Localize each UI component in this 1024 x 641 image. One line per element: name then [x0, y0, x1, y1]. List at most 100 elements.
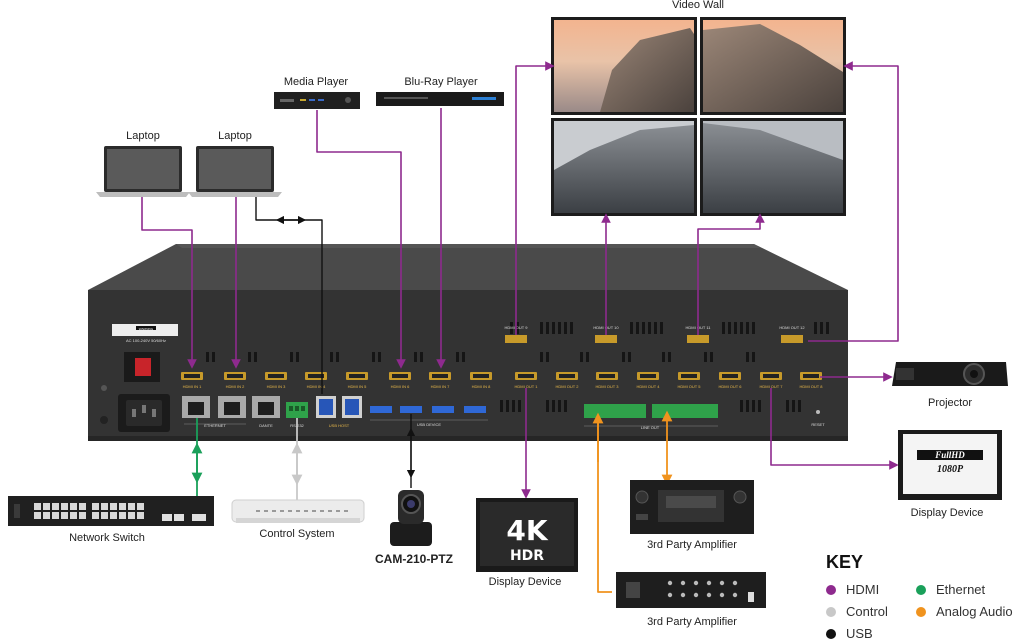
control-system-device [231, 499, 365, 523]
hdmi-in-port-5: HDMI IN 5 [346, 372, 368, 389]
bluray-player [376, 92, 504, 106]
label-bluray-player: Blu-Ray Player [404, 76, 478, 88]
amplifier-knob [719, 580, 725, 586]
hdmi-cable-laptop1 [141, 197, 197, 369]
switch-port [61, 512, 68, 519]
hdmi-out-top-label-12: HDMI OUT 12 [779, 325, 805, 330]
switch-port [101, 503, 108, 510]
control-system-led [328, 510, 332, 512]
video-wall [551, 17, 846, 216]
warning-label: AC 100-240V 50/60Hz [126, 338, 166, 343]
hdmi-in-port-4-label: HDMI IN 4 [307, 384, 326, 389]
usb-device-ports: USB DEVICE [370, 406, 488, 427]
hdmi-cable-wall-4 [808, 61, 899, 342]
switch-port [128, 503, 135, 510]
hdmi-output-ports: HDMI OUT 1 HDMI OUT 2 HDMI OUT 3 HDMI OUT 4… [514, 372, 823, 389]
hdmi-out-top-port-11 [687, 335, 709, 343]
control-system-led [296, 510, 300, 512]
switch-port [137, 503, 144, 510]
hdmi-in-port-7-label: HDMI IN 7 [431, 384, 450, 389]
label-amplifier-1: 3rd Party Amplifier [647, 539, 737, 551]
ptz-camera [390, 490, 432, 546]
network-switch [8, 496, 214, 526]
hdmi-out-port-5-label: HDMI OUT 5 [677, 384, 701, 389]
1080p-text: 1080P [937, 464, 964, 475]
hdmi-out-port-4-label: HDMI OUT 4 [636, 384, 660, 389]
network-ports: ETHERNET DANTE [182, 396, 280, 428]
hdmi-cable-media-player [316, 110, 406, 369]
switch-port [43, 512, 50, 519]
amplifier-knob [732, 592, 738, 598]
hdmi-in-port-8-label: HDMI IN 8 [472, 384, 491, 389]
control-system-led [344, 510, 348, 512]
hdmi-out-port-3-label: HDMI OUT 3 [595, 384, 619, 389]
switch-port [34, 503, 41, 510]
label-projector: Projector [927, 397, 973, 409]
switch-port [61, 503, 68, 510]
hdmi-out-top-port-10 [595, 335, 617, 343]
analog-audio-dot-icon [916, 607, 926, 617]
amplifier-knob [693, 592, 699, 598]
hdmi-out-port-1: HDMI OUT 1 [514, 372, 538, 389]
amplifier-knob [719, 592, 725, 598]
audio-cable-amp2 [597, 416, 612, 593]
hdmi-out-port-8: HDMI OUT 8 [799, 372, 823, 389]
svg-text:USB HOST: USB HOST [329, 423, 350, 428]
switch-port [52, 512, 59, 519]
label-laptop-1: Laptop [126, 130, 160, 142]
hdmi-in-port-1-label: HDMI IN 1 [183, 384, 202, 389]
usb-host-ports: USB HOST [316, 396, 362, 428]
switch-port [70, 503, 77, 510]
hdmi-out-port-5: HDMI OUT 5 [677, 372, 701, 389]
label-network-switch: Network Switch [69, 532, 145, 544]
amplifier-1 [630, 480, 754, 534]
hdmi-cable-wall-3 [697, 213, 765, 335]
svg-text:WARNING: WARNING [139, 327, 154, 331]
hdmi-cable-display-right [770, 388, 899, 470]
hdmi-in-port-2: HDMI IN 2 [224, 372, 246, 389]
laptop-2 [188, 146, 282, 197]
control-system-led [272, 510, 276, 512]
usb-dot-icon [826, 629, 836, 639]
amplifier-knob [732, 580, 738, 586]
control-system-led [336, 510, 340, 512]
switch-port [101, 512, 108, 519]
hdmi-out-port-2-label: HDMI OUT 2 [555, 384, 579, 389]
control-system-led [280, 510, 284, 512]
label-display-bottom: Display Device [488, 576, 562, 588]
control-system-led [304, 510, 308, 512]
amplifier-2 [616, 572, 766, 608]
hdmi-in-port-7: HDMI IN 7 [429, 372, 451, 389]
hdmi-in-port-8: HDMI IN 8 [470, 372, 492, 389]
hdmi-out-port-6-label: HDMI OUT 6 [718, 384, 742, 389]
label-laptop-2: Laptop [218, 130, 252, 142]
hdmi-out-port-3: HDMI OUT 3 [595, 372, 619, 389]
switch-port [137, 512, 144, 519]
switch-port [92, 503, 99, 510]
svg-text:LINE OUT: LINE OUT [641, 425, 660, 430]
legend-usb: USB [826, 626, 873, 641]
switch-port [119, 512, 126, 519]
hdmi-in-port-3: HDMI IN 3 [265, 372, 287, 389]
hdmi-in-port-2-label: HDMI IN 2 [226, 384, 245, 389]
control-system-led [256, 510, 260, 512]
hdmi-input-ports: HDMI IN 1 HDMI IN 2 HDMI IN 3 HDMI IN 4 HDMI… [181, 372, 492, 389]
legend-title: KEY [826, 552, 864, 572]
svg-text:USB DEVICE: USB DEVICE [417, 422, 442, 427]
switch-port [119, 503, 126, 510]
hdmi-in-port-1: HDMI IN 1 [181, 372, 203, 389]
switch-port [52, 503, 59, 510]
label-amplifier-2: 3rd Party Amplifier [647, 616, 737, 628]
amplifier-knob [706, 580, 712, 586]
switch-port [70, 512, 77, 519]
label-control-system: Control System [259, 528, 335, 540]
display-device-bottom: 4K HDR [476, 498, 578, 572]
switch-port [128, 512, 135, 519]
hdmi-in-port-6-label: HDMI IN 6 [391, 384, 410, 389]
control-system-led [320, 510, 324, 512]
reset-button: RESET [811, 410, 825, 427]
amplifier-knob [706, 592, 712, 598]
svg-text:DANTE: DANTE [259, 423, 273, 428]
projector [892, 362, 1008, 386]
